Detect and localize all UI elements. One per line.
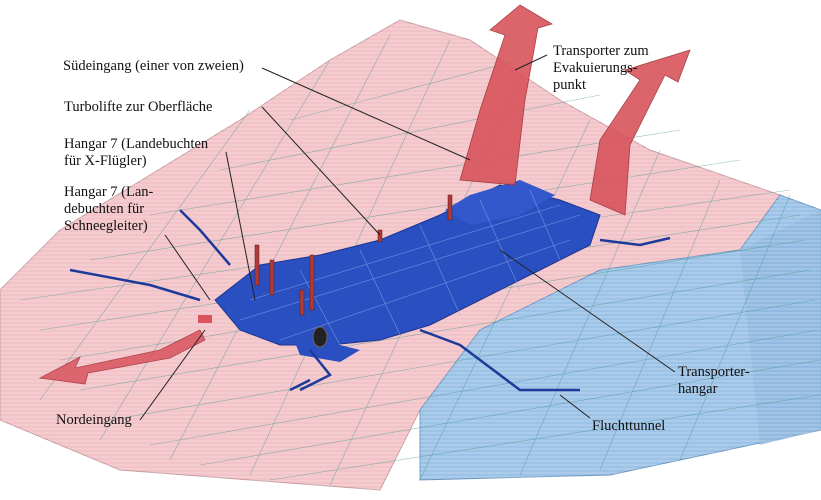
tunnels [69, 209, 671, 392]
leader-lines [139, 54, 676, 421]
label-turbolifts: Turbolifte zur Oberfläche [64, 99, 213, 115]
north-entrance-marker [198, 315, 212, 323]
evacuation-arrows [38, 4, 691, 385]
label-escape-tunnel: Fluchttunnel [592, 418, 666, 434]
hangar-7-dome [312, 326, 328, 348]
turbolift-shafts [254, 194, 453, 316]
label-transporter-route: Transporter zum Evakuierungs- punkt [553, 43, 649, 93]
label-hangar7-xwing: Hangar 7 (Landebuchten für X-Flügler) [64, 136, 209, 169]
label-south-entrance: Südeingang (einer von zweien) [63, 58, 244, 74]
label-transporter-hangar: Transporter- hangar [678, 364, 750, 397]
label-north-entrance: Nordeingang [56, 412, 132, 428]
label-hangar7-snow: Hangar 7 (Lan- debuchten für Schneegleit… [64, 184, 154, 234]
